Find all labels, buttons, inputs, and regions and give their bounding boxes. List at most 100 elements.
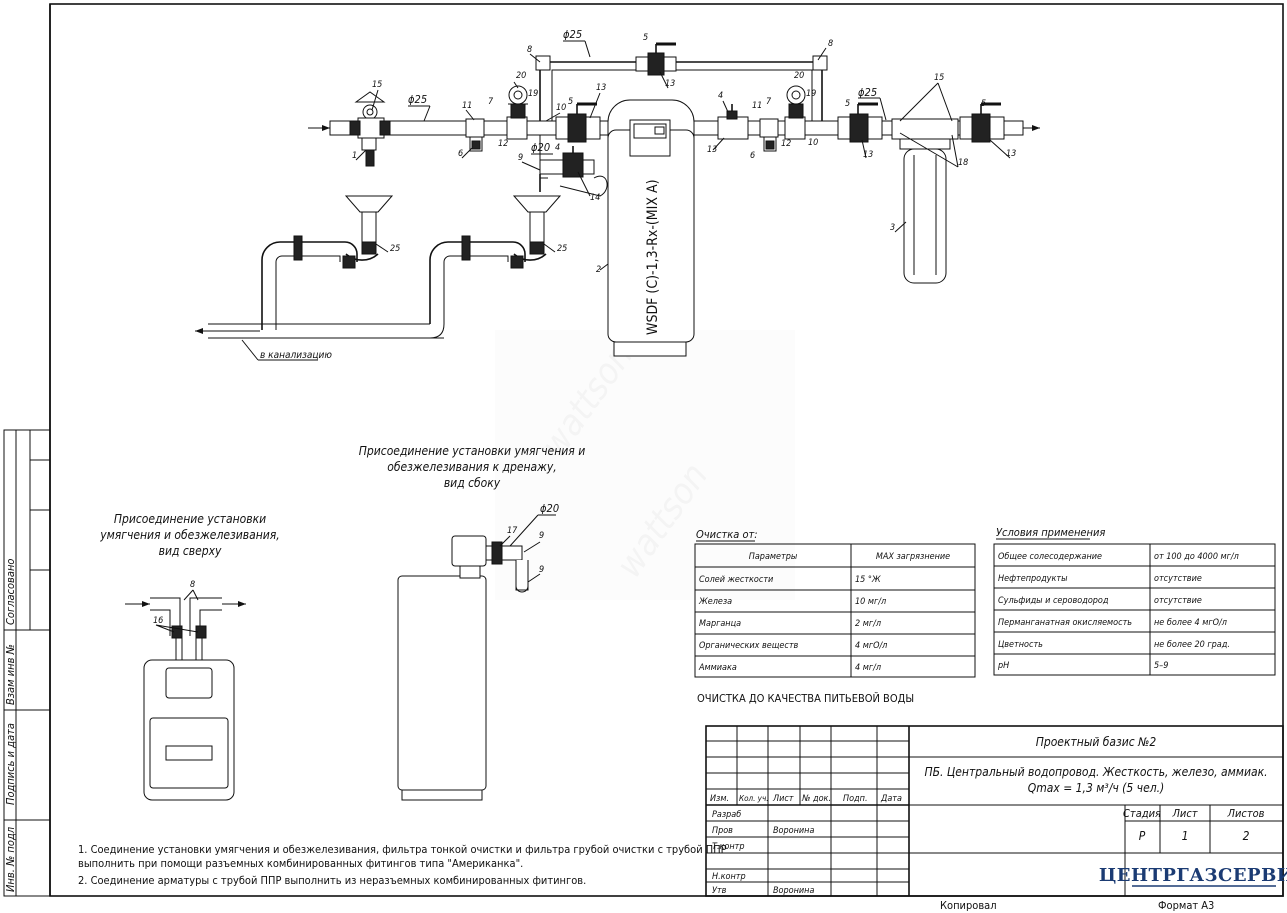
callout: 19 bbox=[806, 89, 816, 99]
drain-funnel-left bbox=[342, 195, 394, 269]
callout: 20 bbox=[794, 71, 804, 81]
diameter-label: ϕ25 bbox=[858, 86, 877, 99]
cleaning-header-max: MAX загрязнение bbox=[876, 552, 950, 562]
cleaning-cell: Органических веществ bbox=[699, 641, 799, 651]
tb-col-header: № док. bbox=[801, 794, 831, 804]
callout: 14 bbox=[590, 193, 600, 203]
tb-description: Qmax = 1,3 м³/ч (5 чел.) bbox=[1028, 781, 1165, 795]
tb-project: Проектный базис №2 bbox=[1036, 735, 1157, 749]
cleaning-cell: 4 мг/л bbox=[855, 663, 881, 673]
tb-stage-value: 1 bbox=[1182, 829, 1189, 843]
diameter-label: ϕ20 bbox=[531, 141, 550, 154]
callout: 11 bbox=[462, 101, 472, 111]
tb-stage-value: Р bbox=[1139, 829, 1146, 843]
callout: 10 bbox=[808, 138, 818, 148]
conditions-title: Условия применения bbox=[996, 526, 1105, 539]
callout: 25 bbox=[390, 244, 400, 254]
footer-copied: Копировал bbox=[940, 899, 997, 912]
callout: 5 bbox=[981, 99, 986, 109]
callout: 16 bbox=[153, 616, 163, 626]
footer-format: Формат А3 bbox=[1158, 899, 1214, 912]
cleaning-cell: 15 °Ж bbox=[855, 575, 881, 585]
callout: 10 bbox=[556, 103, 566, 113]
callout: 7 bbox=[766, 97, 772, 107]
callout: 13 bbox=[863, 150, 873, 160]
tb-stage-header: Листов bbox=[1227, 807, 1265, 820]
diameter-label: ϕ25 bbox=[408, 93, 427, 106]
callout: 8 bbox=[190, 580, 195, 590]
drain-side-view: Присоединение установки умягчения и обез… bbox=[359, 444, 585, 801]
cleaning-cell: 2 мг/л bbox=[855, 619, 881, 629]
conditions-cell: от 100 до 4000 мг/л bbox=[1154, 552, 1239, 562]
callout: 13 bbox=[665, 79, 675, 89]
callout: 9 bbox=[539, 531, 544, 541]
tb-name: Воронина bbox=[773, 826, 814, 836]
tb-role: Разраб bbox=[712, 810, 741, 820]
drain-caption: Присоединение установки умягчения и bbox=[359, 444, 585, 458]
piping-scheme: WSDF (C)-1,3-Rx-(MIX A) bbox=[195, 28, 1040, 361]
callout: 12 bbox=[781, 139, 791, 149]
callout: 6 bbox=[458, 149, 463, 159]
conditions-cell: отсутствие bbox=[1154, 596, 1202, 606]
note-line: 2. Соединение арматуры с трубой ППР выпо… bbox=[78, 874, 586, 887]
callout: 5 bbox=[643, 33, 648, 43]
callout: 2 bbox=[596, 265, 601, 275]
callout: 17 bbox=[507, 526, 518, 536]
conditions-cell: Общее солесодержание bbox=[998, 552, 1102, 562]
to-sewer-label: в канализацию bbox=[260, 350, 332, 361]
callout: 12 bbox=[498, 139, 508, 149]
conditions-table: Условия применения Общее солесодержание … bbox=[993, 526, 1276, 676]
tb-col-header: Дата bbox=[880, 794, 902, 804]
callout: 6 bbox=[750, 151, 755, 161]
tb-col-header: Кол. уч. bbox=[739, 794, 768, 803]
cleaning-table: Очистка от: Параметры MAX загрязнение Со… bbox=[694, 528, 976, 678]
drain-caption: обезжелезивания к дренажу, bbox=[387, 460, 556, 474]
stamp-replace-inv: Взам инв № bbox=[4, 644, 17, 705]
conditions-cell: отсутствие bbox=[1154, 574, 1202, 584]
drain-caption: вид сбоку bbox=[444, 476, 501, 490]
tb-col-header: Лист bbox=[772, 794, 794, 804]
cleaning-cell: Марганца bbox=[699, 619, 741, 629]
callout: 5 bbox=[845, 99, 850, 109]
quality-note: ОЧИСТКА ДО КАЧЕСТВА ПИТЬЕВОЙ ВОДЫ bbox=[697, 692, 914, 705]
conditions-cell: 5–9 bbox=[1154, 661, 1168, 671]
callout: 8 bbox=[527, 45, 532, 55]
conditions-cell: не более 20 град. bbox=[1154, 640, 1230, 650]
general-notes: 1. Соединение установки умягчения и обез… bbox=[78, 843, 727, 887]
diameter-label: ϕ20 bbox=[540, 502, 559, 515]
stamp-sign-date: Подпись и дата bbox=[4, 723, 17, 805]
softener-unit: WSDF (C)-1,3-Rx-(MIX A) bbox=[607, 99, 695, 357]
callout: 13 bbox=[596, 83, 606, 93]
cleaning-cell: Аммиака bbox=[698, 663, 737, 673]
cleaning-cell: Солей жесткости bbox=[699, 575, 773, 585]
callout: 11 bbox=[752, 101, 762, 111]
stamp-inv-original: Инв. № подл bbox=[4, 826, 17, 892]
tb-role: Утв bbox=[712, 886, 727, 896]
callout: 1 bbox=[352, 151, 357, 161]
callout: 4 bbox=[718, 91, 723, 101]
tb-stage-header: Стадия bbox=[1123, 807, 1161, 820]
top-caption: умягчения и обезжелезивания, bbox=[99, 528, 279, 542]
title-block: Изм. Кол. уч. Лист № док. Подп. Дата Раз… bbox=[705, 725, 1287, 897]
tb-role: Пров bbox=[712, 826, 733, 836]
tb-role: Т.контр bbox=[712, 842, 745, 852]
callout: 3 bbox=[890, 223, 895, 233]
tb-stage-value: 2 bbox=[1243, 829, 1250, 843]
conditions-cell: Нефтепродукты bbox=[998, 574, 1068, 584]
diameter-label: ϕ25 bbox=[563, 28, 582, 41]
conditions-cell: Цветность bbox=[998, 640, 1043, 650]
top-caption: вид сверху bbox=[159, 544, 222, 558]
cleaning-cell: 4 мгО/л bbox=[855, 641, 887, 651]
conditions-cell: pH bbox=[997, 661, 1009, 671]
callout: 13 bbox=[1006, 149, 1016, 159]
note-line: 1. Соединение установки умягчения и обез… bbox=[78, 843, 727, 856]
cleaning-header-param: Параметры bbox=[749, 552, 798, 562]
cleaning-cell: Железа bbox=[698, 597, 732, 607]
watermark: wattson wattson bbox=[495, 330, 795, 600]
callout: 20 bbox=[516, 71, 526, 81]
conditions-cell: Сульфиды и сероводород bbox=[998, 596, 1109, 606]
side-stamp: Согласовано Взам инв № Подпись и дата Ин… bbox=[3, 429, 51, 897]
callout: 19 bbox=[528, 89, 538, 99]
callout: 15 bbox=[372, 80, 382, 90]
